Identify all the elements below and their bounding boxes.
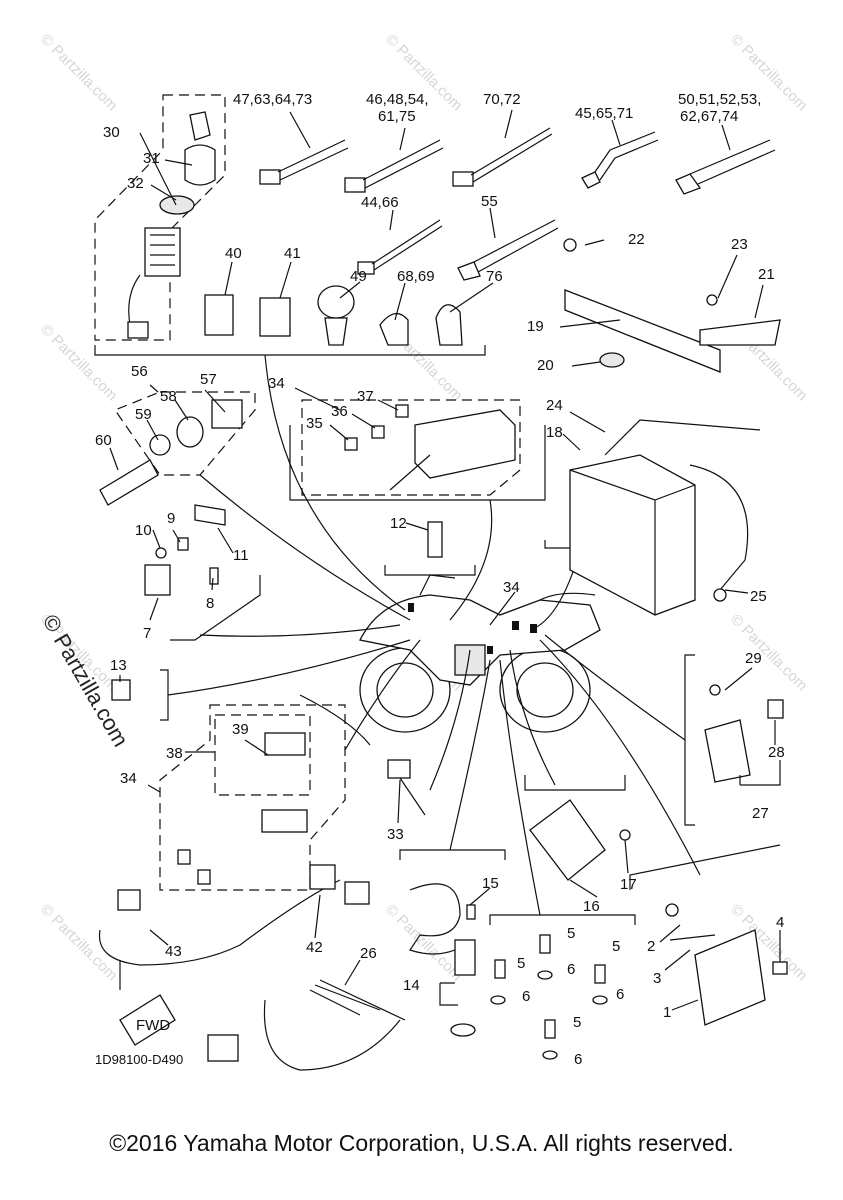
callout: 10 — [135, 522, 152, 539]
battery — [569, 419, 761, 616]
misc-parts — [111, 504, 443, 885]
watermark: © Partzilla.com — [37, 321, 120, 404]
relays — [204, 294, 291, 337]
callout: 35 — [306, 415, 323, 432]
callout: 29 — [745, 650, 762, 667]
callout-group: 61,75 — [378, 108, 416, 125]
group-outlines — [94, 94, 521, 891]
callout: 76 — [486, 268, 503, 285]
callout-group: 45,65,71 — [575, 105, 633, 122]
callout: 11 — [233, 547, 249, 564]
callout: 6 — [522, 988, 530, 1005]
callout: 5 — [517, 955, 525, 972]
callout: 5 — [567, 925, 575, 942]
callout: 6 — [616, 986, 624, 1003]
callout: 24 — [546, 397, 563, 414]
callout: 31 — [143, 150, 160, 167]
callout: 33 — [387, 826, 404, 843]
callout: 16 — [583, 898, 600, 915]
watermark: © Partzilla.com — [382, 901, 465, 984]
callout: 25 — [750, 588, 767, 605]
callout: 21 — [758, 266, 775, 283]
callout: 7 — [143, 625, 151, 642]
callout: 41 — [284, 245, 301, 262]
callout: 20 — [537, 357, 554, 374]
callout: 58 — [160, 388, 177, 405]
battery-bracket — [563, 238, 781, 373]
callout: 37 — [357, 388, 374, 405]
callout-group: 62,67,74 — [680, 108, 738, 125]
callout: 5 — [573, 1014, 581, 1031]
callout-leaders — [109, 109, 781, 1011]
callout: 60 — [95, 432, 112, 449]
wire-harnesses: FWD — [98, 864, 406, 1071]
callout: 34 — [120, 770, 137, 787]
callout: 55 — [481, 193, 498, 210]
callout: 32 — [127, 175, 144, 192]
callout: 42 — [306, 939, 323, 956]
diagram-code: 1D98100-D490 — [95, 1052, 184, 1067]
callout: 27 — [752, 805, 769, 822]
callout: 22 — [628, 231, 645, 248]
leader-lines — [167, 354, 701, 916]
fwd-label: FWD — [136, 1017, 170, 1034]
callout: 18 — [546, 424, 563, 441]
callout: 3 — [653, 970, 661, 987]
starter-relay — [704, 684, 784, 783]
ignition-switch — [127, 111, 216, 339]
callout: 1 — [663, 1004, 671, 1021]
accessory-socket — [99, 399, 243, 506]
callout: 34 — [503, 579, 520, 596]
callout-group: 68,69 — [397, 268, 435, 285]
callout-group: 70,72 — [483, 91, 521, 108]
callout: 4 — [776, 914, 784, 931]
watermark: © Partzilla.com — [37, 31, 120, 114]
callout: 49 — [350, 268, 367, 285]
callout: 19 — [527, 318, 544, 335]
callout: 14 — [403, 977, 420, 994]
callout-group: 50,51,52,53, — [678, 91, 761, 108]
sensors-and-bolts — [409, 883, 608, 1060]
callout: 40 — [225, 245, 242, 262]
callout: 59 — [135, 406, 152, 423]
ecu — [665, 903, 788, 1026]
watermark: © Partzilla.com — [37, 901, 120, 984]
callout: 2 — [647, 938, 655, 955]
callout: 34 — [268, 375, 285, 392]
callout: 26 — [360, 945, 377, 962]
callout: 30 — [103, 124, 120, 141]
callout: 9 — [167, 510, 175, 527]
callout: 17 — [620, 876, 637, 893]
callout: 56 — [131, 363, 148, 380]
callout: 28 — [768, 744, 785, 761]
callout: 8 — [206, 595, 214, 612]
callout: 5 — [612, 938, 620, 955]
callout-group: 46,48,54, — [366, 91, 429, 108]
callout: 6 — [567, 961, 575, 978]
callout-labels: 47,63,64,73 46,48,54, 61,75 70,72 45,65,… — [95, 91, 785, 1068]
callout: 43 — [165, 943, 182, 960]
callout: 38 — [166, 745, 183, 762]
callout: 6 — [574, 1051, 582, 1068]
callout-group: 47,63,64,73 — [233, 91, 312, 108]
callout: 57 — [200, 371, 217, 388]
callout: 36 — [331, 403, 348, 420]
copyright-footer: ©2016 Yamaha Motor Corporation, U.S.A. A… — [109, 1130, 734, 1156]
callout-group: 44,66 — [361, 194, 399, 211]
callout: 23 — [731, 236, 748, 253]
rectifier-regulator — [529, 799, 631, 881]
callout: 39 — [232, 721, 249, 738]
callout: 12 — [390, 515, 407, 532]
cable-ties — [259, 127, 776, 346]
watermark: © Partzilla.com — [727, 611, 810, 694]
callout: 15 — [482, 875, 499, 892]
atv-vehicle — [359, 574, 601, 733]
callout: 13 — [110, 657, 127, 674]
fuse-box — [344, 404, 516, 491]
